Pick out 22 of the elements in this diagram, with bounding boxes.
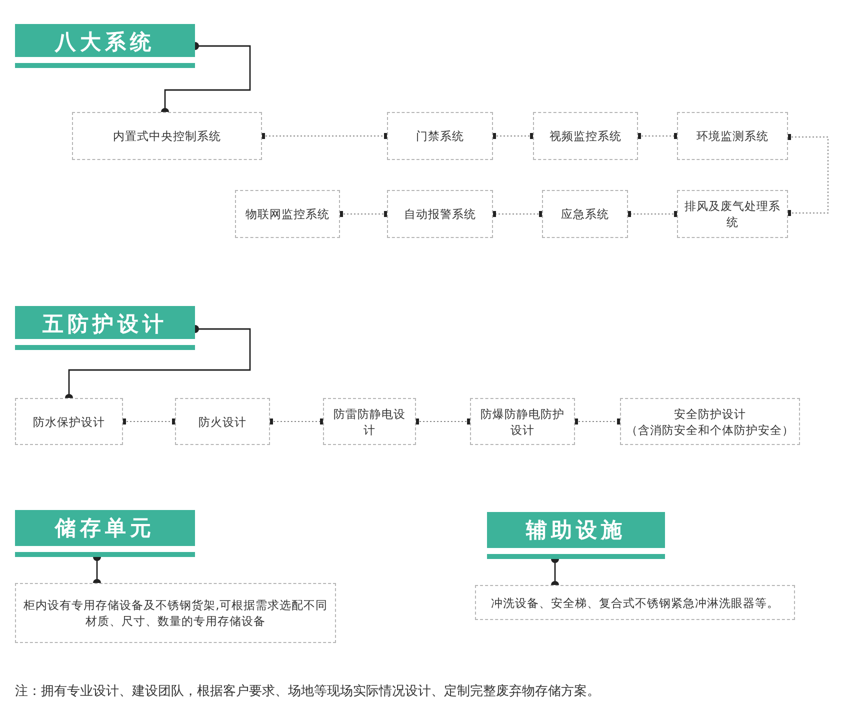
process-box: 内置式中央控制系统 <box>72 112 262 160</box>
section-header: 八大系统 <box>15 24 195 68</box>
section-header: 储存单元 <box>15 510 195 557</box>
box-title: 安全防护设计 <box>674 406 746 422</box>
process-box: 视频监控系统 <box>533 112 638 160</box>
section-header: 五防护设计 <box>15 306 195 350</box>
process-box: 门禁系统 <box>387 112 493 160</box>
box-note: （含消防安全和个体防护安全） <box>626 422 794 438</box>
process-box: 自动报警系统 <box>387 190 493 238</box>
process-box: 环境监测系统 <box>677 112 788 160</box>
process-box: 物联网监控系统 <box>235 190 340 238</box>
process-box: 防爆防静电防护设计 <box>470 398 575 445</box>
process-box: 防雷防静电设计 <box>323 398 416 445</box>
process-box: 防水保护设计 <box>15 398 123 445</box>
note-text: 注：拥有专业设计、建设团队，根据客户要求、场地等现场实际情况设计、定制完整废弃物存储方案。 <box>15 683 600 700</box>
process-box: 排风及废气处理系统 <box>677 190 788 238</box>
process-box: 冲洗设备、安全梯、复合式不锈钢紧急冲淋洗眼器等。 <box>475 585 795 620</box>
section-header: 辅助设施 <box>487 512 665 559</box>
process-box: 防火设计 <box>175 398 270 445</box>
process-box <box>620 398 800 445</box>
process-box: 应急系统 <box>542 190 628 238</box>
process-box: 柜内设有专用存储设备及不锈钢货架,可根据需求选配不同材质、尺寸、数量的专用存储设备 <box>15 583 336 643</box>
